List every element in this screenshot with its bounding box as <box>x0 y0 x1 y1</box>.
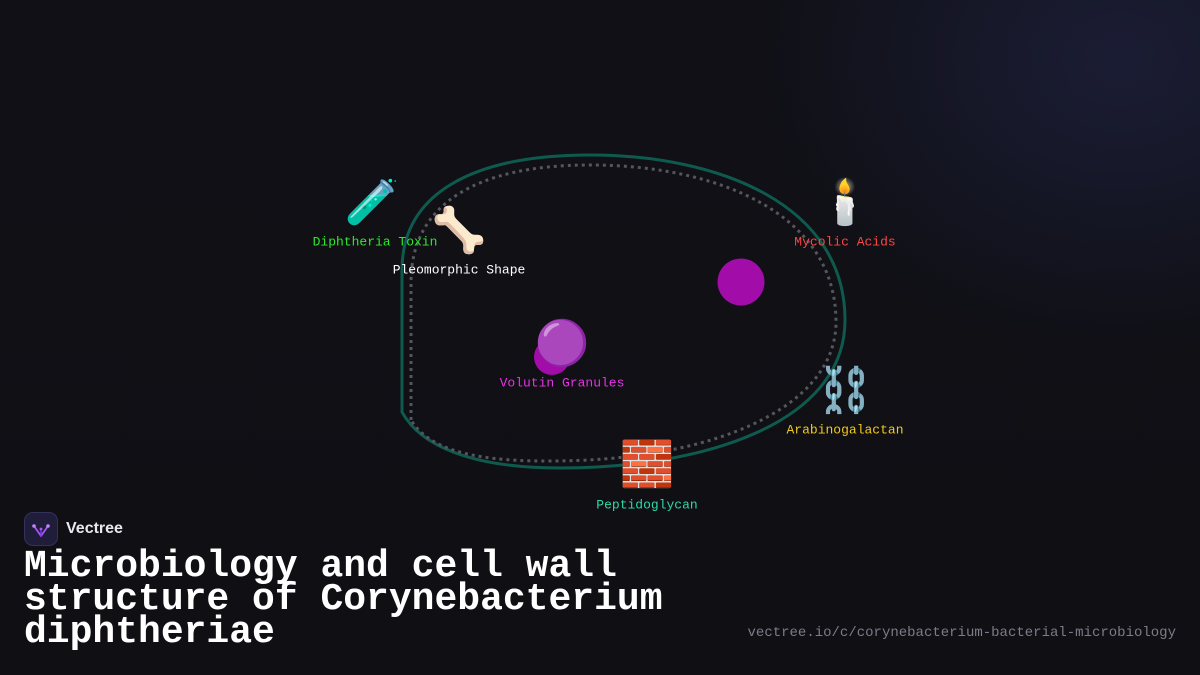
volutin-granule-large <box>717 258 765 306</box>
volutin-granules-label: Volutin Granules <box>499 375 625 391</box>
brand: Vectree <box>24 512 123 546</box>
source-url: vectree.io/c/corynebacterium-bacterial-m… <box>747 625 1176 641</box>
diphtheria-toxin-label: Diphtheria Toxin <box>312 234 438 250</box>
brand-name: Vectree <box>66 520 123 537</box>
bone-icon: 🦴 <box>431 205 487 256</box>
chain-icon: ⛓️ <box>817 365 873 416</box>
volutin-granule-small <box>534 339 570 375</box>
cell-outer-wall <box>400 153 847 470</box>
purple-circle-icon: 🟣 <box>534 318 590 369</box>
page-title: Microbiology and cell wall structure of … <box>24 545 663 654</box>
arabinogalactan-label: Arabinogalactan <box>786 422 904 438</box>
cell-inner-membrane <box>409 163 838 463</box>
pleomorphic-shape-label: Pleomorphic Shape <box>392 262 526 278</box>
candle-icon: 🕯️ <box>817 177 873 228</box>
test-tube-icon: 🧪 <box>344 177 400 228</box>
vectree-logo-icon <box>24 512 58 546</box>
peptidoglycan-label: Peptidoglycan <box>596 497 698 513</box>
mycolic-acids-label: Mycolic Acids <box>794 234 896 250</box>
brick-icon: 🧱 <box>619 439 675 490</box>
